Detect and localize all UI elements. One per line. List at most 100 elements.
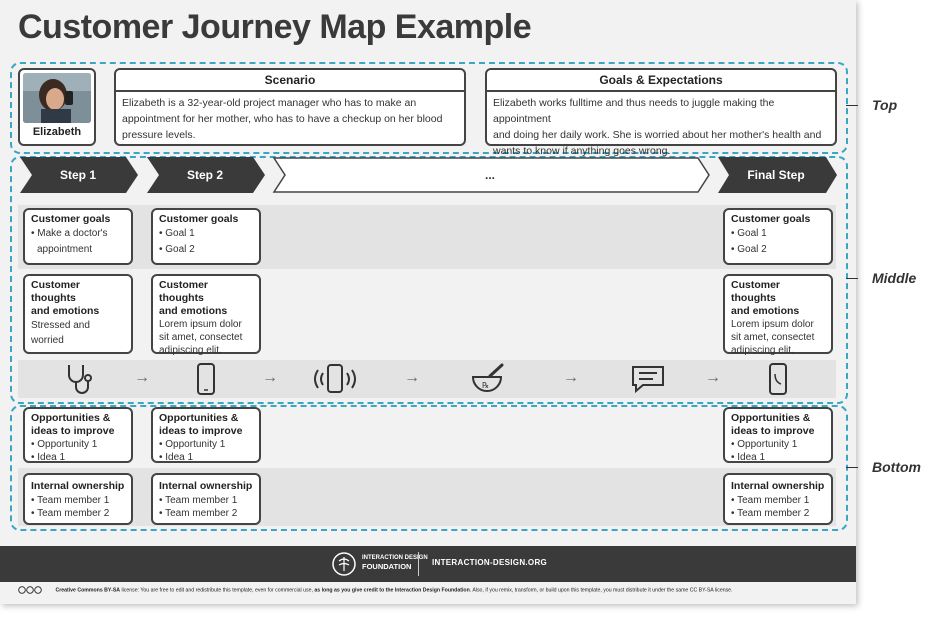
license-text: license: You are free to edit and redist… [120,587,315,594]
box-line: Lorem ipsum dolor [159,319,242,330]
box-line: • Team member 2 [31,508,110,519]
scenario-line: pressure levels. [122,129,196,141]
top-region-tick [846,105,858,106]
box-heading: and emotions [159,305,228,317]
customer-goals-box: Customer goals • Make a doctor's appoint… [23,208,133,265]
journey-map-sheet: Customer Journey Map Example Elizabeth S… [0,0,856,604]
box-heading: Opportunities & [31,412,111,424]
middle-region-label: Middle [872,270,917,286]
box-line: • Make a doctor's [31,228,108,239]
box-heading: Customer goals [159,213,239,225]
top-region-outline [10,62,848,154]
smartphone-icon [197,363,215,395]
footer-org-line: FOUNDATION [362,562,412,571]
idf-logo-icon [332,552,356,576]
box-line: adipiscing elit. [731,345,794,356]
flow-arrow: → [262,369,278,386]
box-line: • Goal 2 [731,244,767,255]
box-heading: Customer thoughts [731,279,781,304]
box-line: sit amet, consectet [731,332,815,343]
box-heading: ideas to improve [731,425,815,437]
box-line: • Goal 2 [159,244,195,255]
cc-by-sa-icon [18,586,42,594]
customer-thoughts-box: Customer thoughts and emotions Lorem ips… [723,274,833,356]
goals-line: and doing her daily work. She is worried… [493,129,822,141]
box-line: • Idea 1 [731,452,766,463]
box-line: Stressed and [31,320,90,331]
internal-ownership-box: Internal ownership • Team member 1 • Tea… [151,473,261,525]
box-heading: Internal ownership [159,480,253,492]
scenario-card: Scenario Elizabeth is a 32-year-old proj… [114,68,466,146]
middle-region-tick [846,278,858,279]
box-line: • Goal 1 [159,228,195,239]
footer-bar: INTERACTION DESIGN FOUNDATION INTERACTIO… [0,546,856,582]
license-line: Creative Commons BY-SA license: You are … [18,586,848,594]
opportunities-box: Opportunities & ideas to improve • Oppor… [23,407,133,463]
box-heading: Customer thoughts [159,279,209,304]
scenario-line: Elizabeth is a 32-year-old project manag… [122,97,417,109]
box-heading: ideas to improve [31,425,115,437]
step-2-label: Step 2 [186,168,223,182]
box-heading: Customer goals [31,213,111,225]
goals-line: wants to know if anything goes wrong. [493,145,671,157]
box-heading: Opportunities & [731,412,811,424]
middle-region-outline [10,156,848,404]
box-heading: Internal ownership [731,480,825,492]
top-region-label: Top [872,97,898,113]
footer-separator [418,552,419,576]
customer-goals-box: Customer goals • Goal 1 • Goal 2 [723,208,833,265]
box-line: adipiscing elit. [159,345,222,356]
box-line: • Opportunity 1 [731,439,798,450]
box-line: • Opportunity 1 [31,439,98,450]
license-bold: Creative Commons BY-SA [55,587,121,594]
internal-ownership-box: Internal ownership • Team member 1 • Tea… [23,473,133,525]
chat-message-icon [632,366,664,394]
footer-site-link[interactable]: INTERACTION-DESIGN.ORG [432,558,548,567]
box-heading: Customer thoughts [31,279,81,304]
box-line: • Idea 1 [159,452,194,463]
box-line: sit amet, consectet [159,332,243,343]
bottom-region-outline [10,405,848,531]
step-ellipsis-label: ... [484,168,495,182]
step-1-label: Step 1 [59,168,96,182]
scenario-heading: Scenario [116,70,464,92]
mortar-pestle-rx-icon: ℞ [471,363,504,392]
phone-ringing-icon [314,364,356,393]
box-line: • Team member 1 [31,495,110,506]
box-line: • Team member 1 [159,495,238,506]
goals-expectations-card: Goals & Expectations Elizabeth works ful… [485,68,837,157]
box-line: appointment [37,244,93,255]
flow-arrow: → [563,369,579,386]
box-line: • Goal 1 [731,228,767,239]
box-heading: ideas to improve [159,425,243,437]
box-line: Lorem ipsum dolor [731,319,814,330]
box-heading: and emotions [31,305,100,317]
internal-ownership-box: Internal ownership • Team member 1 • Tea… [723,473,833,525]
box-line: • Opportunity 1 [159,439,226,450]
flow-arrow: → [134,369,150,386]
smartphone-icon [769,363,787,395]
goals-heading: Goals & Expectations [487,70,835,92]
box-line: worried [31,335,64,346]
box-heading: Customer goals [731,213,811,225]
bottom-region-tick [846,467,858,468]
box-line: • Team member 2 [731,508,810,519]
persona-photo [23,73,91,123]
final-step-label: Final Step [747,168,805,182]
box-heading: Opportunities & [159,412,239,424]
persona-card: Elizabeth [18,68,96,146]
customer-goals-box: Customer goals • Goal 1 • Goal 2 [151,208,261,265]
stethoscope-icon [68,365,92,394]
footer-org-name: INTERACTION DESIGN FOUNDATION [362,555,428,571]
box-line: • Idea 1 [31,452,66,463]
box-line: • Team member 2 [159,508,238,519]
ownership-band [18,468,836,526]
persona-name: Elizabeth [32,126,82,138]
bottom-region-label: Bottom [872,459,921,475]
opportunities-box: Opportunities & ideas to improve • Oppor… [723,407,833,463]
opportunities-box: Opportunities & ideas to improve • Oppor… [151,407,261,463]
license-text: . Also, if you remix, transform, or buil… [469,587,733,594]
svg-text:℞: ℞ [482,381,489,390]
box-line: • Team member 1 [731,495,810,506]
goals-band [18,205,836,269]
